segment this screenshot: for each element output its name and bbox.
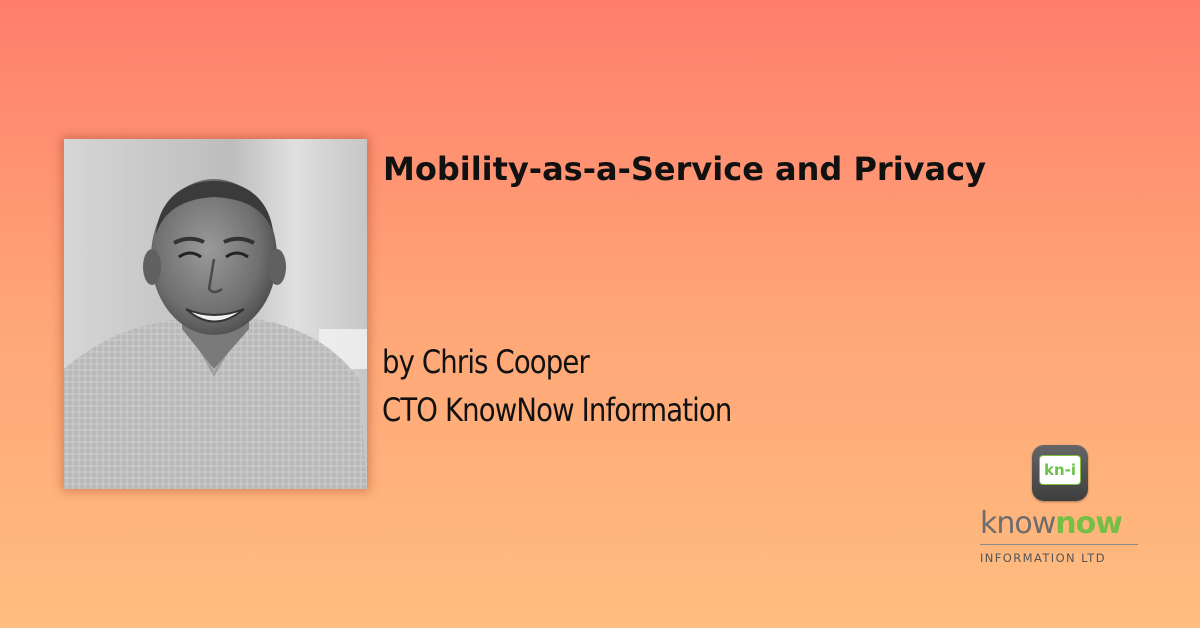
page-title: Mobility-as-a-Service and Privacy xyxy=(383,150,986,188)
logo-word-now: now xyxy=(1055,506,1123,541)
logo-word-know: know xyxy=(980,506,1056,541)
knownow-logo: kn-i knownow INFORMATION LTD xyxy=(960,445,1160,575)
author-portrait xyxy=(64,139,367,489)
logo-subtitle: INFORMATION LTD xyxy=(980,551,1106,565)
kn-i-logo-badge-icon: kn-i xyxy=(1032,445,1088,501)
logo-badge-label: kn-i xyxy=(1039,455,1081,485)
author-byline: by Chris Cooper xyxy=(382,343,590,381)
logo-wordmark: knownow xyxy=(980,506,1123,541)
portrait-photo xyxy=(64,139,367,489)
logo-divider xyxy=(980,544,1138,545)
author-role: CTO KnowNow Information xyxy=(382,391,732,429)
author-block: by Chris Cooper CTO KnowNow Information xyxy=(382,338,732,434)
